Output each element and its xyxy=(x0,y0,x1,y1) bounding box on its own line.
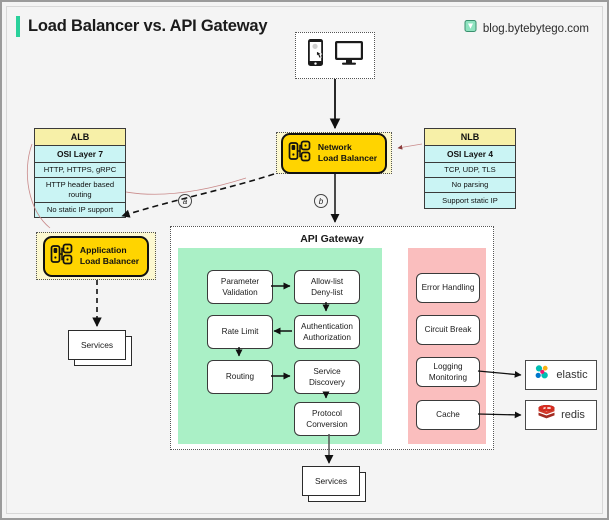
card-protocol-conversion-label: Protocol Conversion xyxy=(306,408,347,430)
alb-row-1: HTTP, HTTPS, gRPC xyxy=(35,162,125,178)
store-redis[interactable]: redis xyxy=(525,400,597,430)
alb-row-2: HTTP header based routing xyxy=(35,177,125,203)
redis-logo-icon xyxy=(537,404,556,426)
bytebytego-logo-icon xyxy=(464,19,477,38)
page-title: Load Balancer vs. API Gateway xyxy=(28,17,268,35)
card-service-discovery[interactable]: Service Discovery xyxy=(294,360,360,394)
network-lb-label: Network Load Balancer xyxy=(318,142,377,164)
card-authentication-authorization[interactable]: Authentication Authorization xyxy=(294,315,360,349)
nlb-row-3: Support static IP xyxy=(425,193,515,208)
nlb-spec-table: NLB OSI Layer 4 TCP, UDP, TLS No parsing… xyxy=(424,128,516,209)
nlb-row-1: TCP, UDP, TLS xyxy=(425,162,515,178)
alb-spec-table: ALB OSI Layer 7 HTTP, HTTPS, gRPC HTTP h… xyxy=(34,128,126,219)
label-line1: Service xyxy=(313,366,341,376)
label-line1: Protocol xyxy=(311,408,343,418)
card-parameter-validation[interactable]: Parameter Validation xyxy=(207,270,273,304)
title-bar: Load Balancer vs. API Gateway xyxy=(16,16,268,37)
store-elastic[interactable]: elastic xyxy=(525,360,597,390)
label-line1: Authentication xyxy=(301,321,353,331)
api-gateway-title: API Gateway xyxy=(300,233,364,245)
application-lb-label-line2: Load Balancer xyxy=(79,256,140,266)
brand: blog.bytebytego.com xyxy=(464,19,589,38)
nlb-table-header: NLB xyxy=(425,129,515,146)
application-lb-label-line1: Application xyxy=(79,244,127,255)
card-allow-deny-list-label: Allow-list Deny-list xyxy=(311,276,343,298)
application-lb-label: Application Load Balancer xyxy=(80,245,139,267)
alb-row-0: OSI Layer 7 xyxy=(35,146,125,163)
card-logging-monitoring[interactable]: Logging Monitoring xyxy=(416,357,480,387)
label-line2: Authorization xyxy=(303,333,351,342)
marker-a: a xyxy=(178,194,192,208)
network-lb-label-line1: Network xyxy=(317,141,352,152)
services-bottom: Services xyxy=(302,466,366,502)
marker-b: b xyxy=(314,194,328,208)
label-line2: Deny-list xyxy=(311,288,343,297)
card-logging-monitoring-label: Logging Monitoring xyxy=(429,361,467,383)
label-line2: Validation xyxy=(222,288,258,297)
label-line2: Discovery xyxy=(309,378,345,387)
desktop-monitor-icon xyxy=(334,40,364,71)
load-balancer-icon xyxy=(50,242,74,271)
card-routing[interactable]: Routing xyxy=(207,360,273,394)
card-authentication-authorization-label: Authentication Authorization xyxy=(301,321,353,343)
label-line1: Logging xyxy=(433,361,463,371)
card-rate-limit-label: Rate Limit xyxy=(221,327,259,337)
alb-row-3: No static IP support xyxy=(35,202,125,218)
network-lb-label-line2: Load Balancer xyxy=(317,153,378,163)
load-balancer-icon xyxy=(288,139,312,168)
title-accent-bar xyxy=(16,16,20,37)
label-line1: Allow-list xyxy=(310,276,344,286)
card-allow-deny-list[interactable]: Allow-list Deny-list xyxy=(294,270,360,304)
brand-text: blog.bytebytego.com xyxy=(482,22,589,35)
label-line2: Monitoring xyxy=(428,373,468,382)
nlb-row-2: No parsing xyxy=(425,177,515,194)
application-lb-pill: Application Load Balancer xyxy=(42,235,150,277)
services-bottom-front: Services xyxy=(302,466,360,496)
label-line1: Parameter xyxy=(220,276,260,286)
network-load-balancer-node[interactable]: Network Load Balancer xyxy=(276,132,392,174)
client-devices xyxy=(295,32,375,79)
application-load-balancer-node[interactable]: Application Load Balancer xyxy=(36,232,156,280)
card-circuit-break[interactable]: Circuit Break xyxy=(416,315,480,345)
services-left-front: Services xyxy=(68,330,126,360)
card-cache-label: Cache xyxy=(436,410,460,420)
label-line2: Conversion xyxy=(306,420,348,429)
card-circuit-break-label: Circuit Break xyxy=(424,325,472,335)
store-elastic-label: elastic xyxy=(556,369,588,381)
nlb-row-0: OSI Layer 4 xyxy=(425,146,515,163)
elastic-logo-icon xyxy=(534,364,551,386)
card-error-handling-label: Error Handling xyxy=(421,283,475,293)
network-lb-pill: Network Load Balancer xyxy=(280,132,388,174)
card-parameter-validation-label: Parameter Validation xyxy=(221,276,259,298)
card-service-discovery-label: Service Discovery xyxy=(309,366,345,388)
alb-table-header: ALB xyxy=(35,129,125,146)
services-left: Services xyxy=(68,330,132,366)
mobile-touch-icon xyxy=(307,38,327,73)
card-cache[interactable]: Cache xyxy=(416,400,480,430)
card-routing-label: Routing xyxy=(225,372,255,382)
store-redis-label: redis xyxy=(561,409,585,421)
card-error-handling[interactable]: Error Handling xyxy=(416,273,480,303)
card-rate-limit[interactable]: Rate Limit xyxy=(207,315,273,349)
card-protocol-conversion[interactable]: Protocol Conversion xyxy=(294,402,360,436)
